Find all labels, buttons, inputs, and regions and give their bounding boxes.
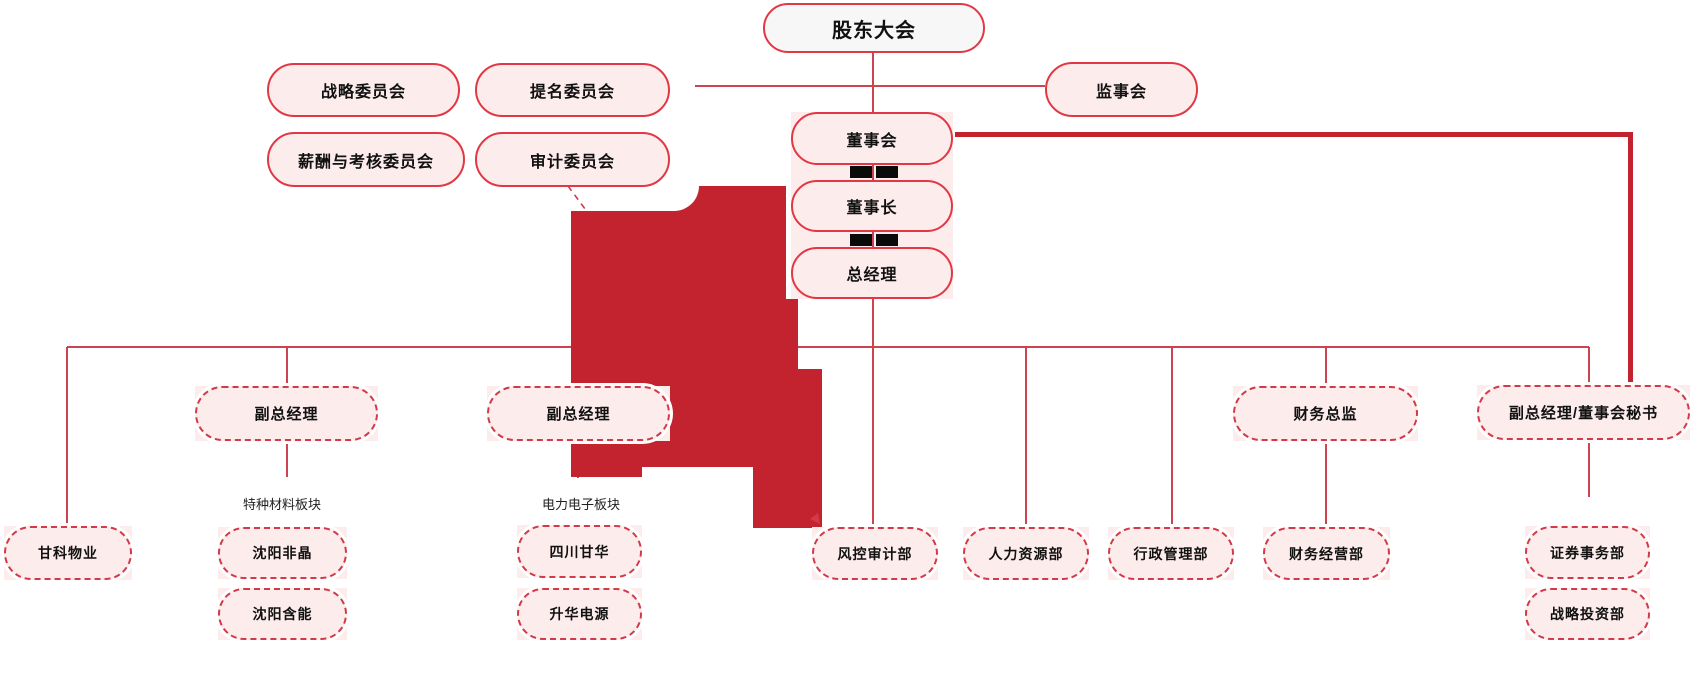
node-pill-border xyxy=(267,63,460,117)
black-bar xyxy=(876,166,898,178)
node-pill-border xyxy=(763,3,985,53)
node-board-of-directors: 董事会 xyxy=(791,112,953,165)
node-shenyang-hanneng: 沈阳含能 xyxy=(218,588,347,640)
node-shenghua-power: 升华电源 xyxy=(517,588,642,640)
connector-line xyxy=(1025,347,1027,527)
node-chairman: 董事长 xyxy=(791,180,953,232)
node-label: 股东大会 xyxy=(832,19,916,42)
connector-line xyxy=(1325,443,1327,527)
node-pill-border xyxy=(195,386,378,441)
connector-line xyxy=(286,441,288,477)
node-deputy-gm-board-secretary: 副总经理/董事会秘书 xyxy=(1477,385,1690,440)
node-pill-border xyxy=(517,588,642,640)
node-label: 审计委员会 xyxy=(529,153,615,171)
node-label: 财务总监 xyxy=(1293,406,1358,423)
node-hr-dept: 人力资源部 xyxy=(963,527,1089,580)
node-label: 财务经营部 xyxy=(1289,545,1364,562)
node-label: 升华电源 xyxy=(549,606,610,622)
node-pill-border xyxy=(1233,386,1418,441)
node-shareholders-meeting: 股东大会 xyxy=(763,3,985,53)
node-deputy-gm-2: 副总经理 xyxy=(487,386,670,441)
node-label: 薪酬与考核委员会 xyxy=(297,153,434,171)
node-label: 战略投资部 xyxy=(1550,606,1625,622)
section-label-special-materials-section: 特种材料板块 xyxy=(242,497,321,512)
node-label: 沈阳含能 xyxy=(252,606,313,622)
node-pill-border xyxy=(267,132,465,187)
node-deputy-gm-1: 副总经理 xyxy=(195,386,378,441)
section-label-power-electronics-section: 电力电子板块 xyxy=(541,497,620,512)
node-label: 董事长 xyxy=(846,200,898,217)
node-pill-border xyxy=(1263,527,1390,580)
node-label: 副总经理/董事会秘书 xyxy=(1508,405,1659,422)
connector-line xyxy=(695,85,1045,87)
node-audit-committee: 审计委员会 xyxy=(475,132,670,187)
node-sichuan-ganhua: 四川甘华 xyxy=(517,525,642,578)
node-pill-border xyxy=(487,386,670,441)
node-pill-border xyxy=(4,526,132,580)
node-label: 行政管理部 xyxy=(1133,545,1209,562)
node-label: 人力资源部 xyxy=(988,545,1064,562)
connector-line xyxy=(1171,347,1173,527)
node-pill-border xyxy=(475,132,670,187)
node-pill-border xyxy=(791,112,953,165)
thick-connector-line xyxy=(955,132,1633,137)
arrow-head-icon xyxy=(810,513,820,524)
node-pill-border xyxy=(791,180,953,232)
node-supervisory-board: 监事会 xyxy=(1045,62,1198,117)
node-pill-border xyxy=(475,63,670,117)
node-pill-border xyxy=(517,525,642,578)
node-remuneration-assessment-committee: 薪酬与考核委员会 xyxy=(267,132,465,187)
connector-line xyxy=(67,346,1589,348)
connector-line xyxy=(66,347,68,526)
connector-line xyxy=(1588,440,1590,497)
connector-line xyxy=(872,231,874,247)
node-pill-border xyxy=(791,247,953,299)
connector-line xyxy=(872,165,874,181)
node-nomination-committee: 提名委员会 xyxy=(475,63,670,117)
node-admin-dept: 行政管理部 xyxy=(1108,527,1234,580)
connector-line xyxy=(286,347,288,386)
node-pill-border xyxy=(963,527,1089,580)
node-label: 风控审计部 xyxy=(837,545,913,562)
node-label: 总经理 xyxy=(846,267,898,284)
connector-line xyxy=(1325,347,1327,388)
white-separator xyxy=(786,112,791,299)
node-general-manager: 总经理 xyxy=(791,247,953,299)
node-strategy-committee: 战略委员会 xyxy=(267,63,460,117)
node-strategic-investment-dept: 战略投资部 xyxy=(1525,588,1650,640)
black-bar xyxy=(850,166,872,178)
black-bar xyxy=(850,234,872,246)
red-logo-watermark xyxy=(571,186,822,528)
node-pill-border xyxy=(1477,385,1690,440)
node-pill-border xyxy=(218,527,347,579)
black-bar xyxy=(876,234,898,246)
node-label: 副总经理 xyxy=(254,406,319,423)
node-label: 四川甘华 xyxy=(549,543,610,560)
node-finance-operation-dept: 财务经营部 xyxy=(1263,527,1390,580)
node-label: 沈阳非晶 xyxy=(252,545,313,561)
node-shenyang-feijing: 沈阳非晶 xyxy=(218,527,347,579)
thick-connector-line xyxy=(1628,132,1633,385)
node-risk-audit-dept: 风控审计部 xyxy=(812,527,938,580)
node-label: 监事会 xyxy=(1095,83,1147,101)
node-pill-border xyxy=(1108,527,1234,580)
node-label: 战略委员会 xyxy=(320,84,406,101)
connector-line xyxy=(1588,347,1590,385)
node-pill-border xyxy=(1525,588,1650,640)
node-pill-border xyxy=(1045,62,1198,117)
node-ganke-property: 甘科物业 xyxy=(4,526,132,580)
node-pill-border xyxy=(218,588,347,640)
node-pill-border xyxy=(812,527,938,580)
node-pill-border xyxy=(1525,526,1650,579)
node-label: 甘科物业 xyxy=(38,545,98,561)
node-label: 副总经理 xyxy=(546,406,611,423)
node-label: 董事会 xyxy=(846,132,898,150)
node-label: 证券事务部 xyxy=(1550,544,1625,561)
node-securities-affairs-dept: 证券事务部 xyxy=(1525,526,1650,579)
node-finance-director: 财务总监 xyxy=(1233,386,1418,441)
node-label: 提名委员会 xyxy=(529,84,615,101)
